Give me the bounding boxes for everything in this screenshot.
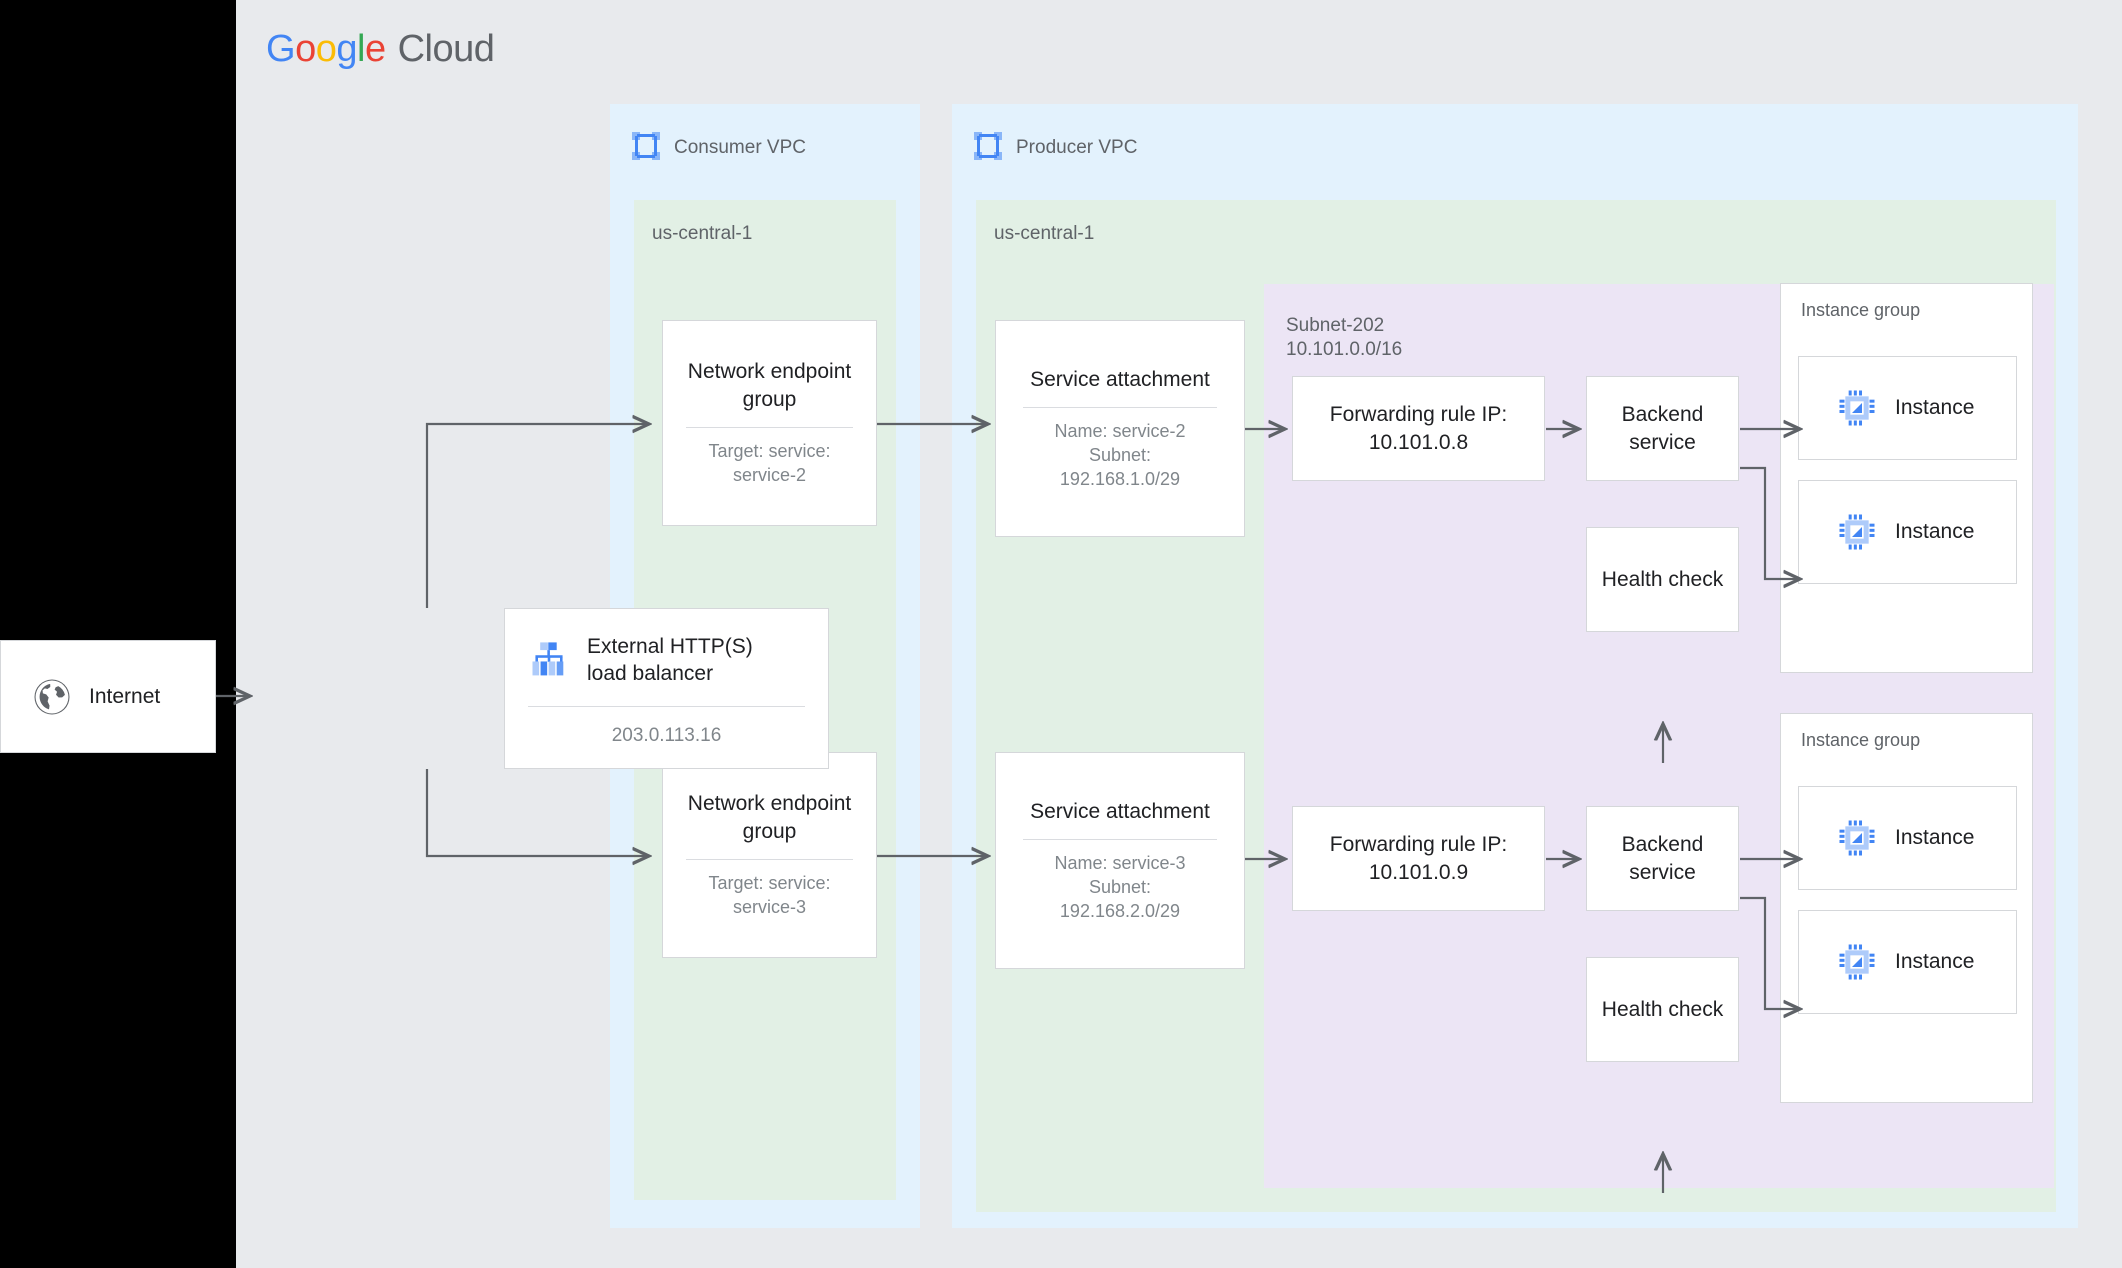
hc-1-title: Health check bbox=[1601, 567, 1724, 591]
sa-2-title: Service attachment bbox=[1030, 799, 1210, 823]
subnet-202-label: Subnet-202 10.101.0.0/16 bbox=[1286, 315, 1403, 361]
instance-group-1: Instance group bbox=[1780, 283, 2033, 673]
instance-1-2: Instance bbox=[1798, 480, 2017, 584]
vpc-icon bbox=[974, 132, 1002, 160]
forwarding-rule-2: Forwarding rule IP: 10.101.0.9 bbox=[1292, 806, 1545, 911]
backend-service-2: Backend service bbox=[1586, 806, 1739, 911]
sa-1-divider bbox=[1023, 407, 1217, 409]
neg-1-divider bbox=[686, 427, 853, 429]
logo-word-cloud: Cloud bbox=[397, 28, 495, 70]
load-balancer-title: External HTTP(S) load balancer bbox=[587, 635, 753, 686]
bs-1-title: Backend service bbox=[1621, 403, 1704, 454]
internet-node: Internet bbox=[0, 640, 216, 753]
load-balancer-icon bbox=[527, 638, 571, 682]
logo-letter-o2: o bbox=[315, 28, 337, 70]
fr-2-title: Forwarding rule IP: 10.101.0.9 bbox=[1329, 833, 1508, 884]
neg-1-title: Network endpoint group bbox=[687, 360, 852, 411]
logo-letter-o1: o bbox=[295, 28, 316, 70]
hc-2-title: Health check bbox=[1601, 997, 1724, 1021]
instance-2-1-label: Instance bbox=[1895, 826, 1975, 849]
producer-region-label: us-central-1 bbox=[994, 223, 1095, 244]
load-balancer-divider bbox=[527, 705, 806, 707]
neg-2-subtitle: Target: service: service-3 bbox=[708, 873, 831, 917]
instance-group-2: Instance group bbox=[1780, 713, 2033, 1103]
consumer-vpc-label: Consumer VPC bbox=[674, 137, 806, 158]
producer-vpc-label: Producer VPC bbox=[1016, 137, 1138, 158]
sa-1-title: Service attachment bbox=[1030, 367, 1210, 391]
instance-group-2-label: Instance group bbox=[1801, 730, 1921, 750]
sa-1-subtitle: Name: service-2 Subnet: 192.168.1.0/29 bbox=[1054, 421, 1186, 489]
instance-chip-icon bbox=[1837, 388, 1877, 428]
google-cloud-canvas: Google Cloud Consumer VPC us-central-1 Ne… bbox=[236, 0, 2122, 1268]
logo-letter-g: G bbox=[266, 28, 296, 70]
instance-chip-icon bbox=[1837, 512, 1877, 552]
neg-2-divider bbox=[686, 859, 853, 861]
logo-letter-l: l bbox=[356, 28, 365, 70]
google-cloud-logo: Google Cloud bbox=[266, 28, 495, 71]
health-check-2: Health check bbox=[1586, 957, 1739, 1062]
bs-2-title: Backend service bbox=[1621, 833, 1704, 884]
neg-1-subtitle: Target: service: service-2 bbox=[708, 441, 831, 485]
forwarding-rule-1: Forwarding rule IP: 10.101.0.8 bbox=[1292, 376, 1545, 481]
external-load-balancer-node: External HTTP(S) load balancer 203.0.113… bbox=[504, 608, 829, 769]
fr-1-title: Forwarding rule IP: 10.101.0.8 bbox=[1329, 403, 1508, 454]
logo-letter-g2: g bbox=[336, 28, 357, 70]
instance-1-1-label: Instance bbox=[1895, 396, 1975, 419]
network-endpoint-group-2: Network endpoint group Target: service: … bbox=[662, 752, 877, 958]
instance-1-1: Instance bbox=[1798, 356, 2017, 460]
health-check-1: Health check bbox=[1586, 527, 1739, 632]
instance-2-2-label: Instance bbox=[1895, 950, 1975, 973]
instance-2-1: Instance bbox=[1798, 786, 2017, 890]
logo-letter-e: e bbox=[364, 28, 386, 70]
neg-2-title: Network endpoint group bbox=[687, 792, 852, 843]
instance-2-2: Instance bbox=[1798, 910, 2017, 1014]
globe-icon bbox=[31, 676, 73, 718]
instance-1-2-label: Instance bbox=[1895, 520, 1975, 543]
sa-2-divider bbox=[1023, 839, 1217, 841]
internet-label: Internet bbox=[89, 684, 161, 708]
service-attachment-2: Service attachment Name: service-3 Subne… bbox=[995, 752, 1245, 969]
sa-2-subtitle: Name: service-3 Subnet: 192.168.2.0/29 bbox=[1054, 853, 1186, 921]
network-endpoint-group-1: Network endpoint group Target: service: … bbox=[662, 320, 877, 526]
instance-chip-icon bbox=[1837, 942, 1877, 982]
instance-group-1-label: Instance group bbox=[1801, 300, 1921, 320]
vpc-icon bbox=[632, 132, 660, 160]
consumer-region-label: us-central-1 bbox=[652, 223, 753, 244]
backend-service-1: Backend service bbox=[1586, 376, 1739, 481]
service-attachment-1: Service attachment Name: service-2 Subne… bbox=[995, 320, 1245, 537]
instance-chip-icon bbox=[1837, 818, 1877, 858]
load-balancer-ip: 203.0.113.16 bbox=[611, 724, 722, 746]
